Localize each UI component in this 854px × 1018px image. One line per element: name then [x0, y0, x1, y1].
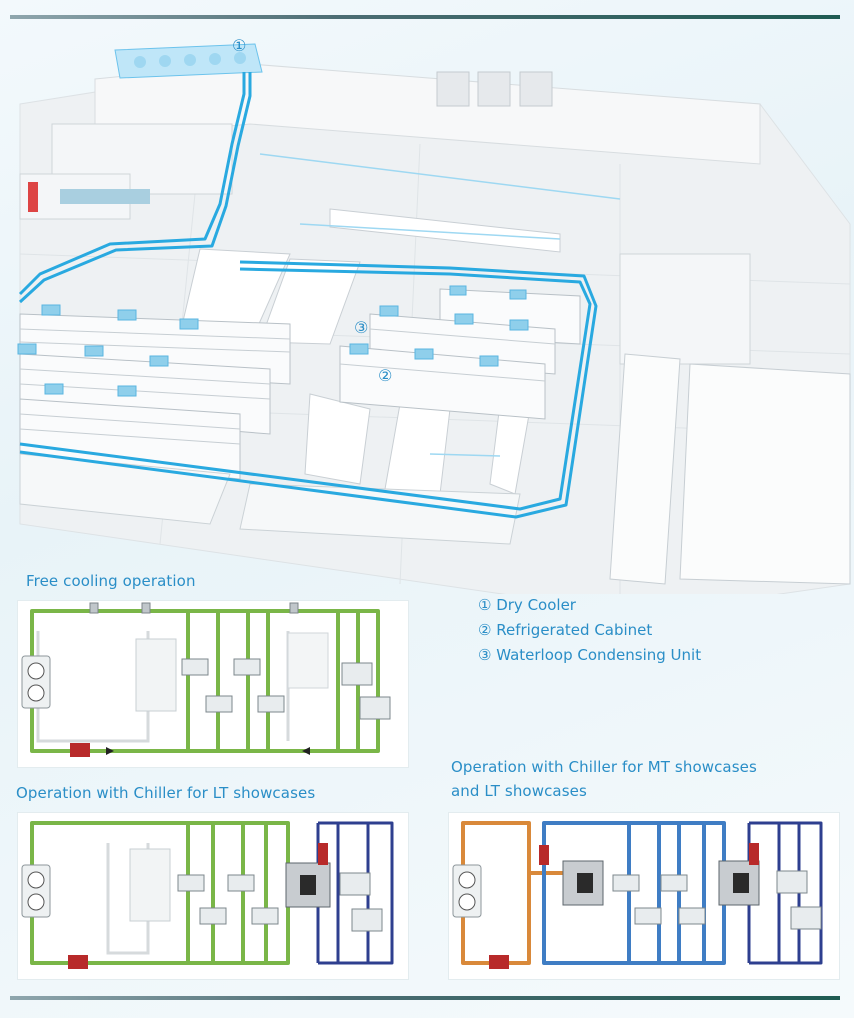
supermarket-scene: [17, 43, 851, 594]
top-rule: [10, 15, 840, 19]
diagram-lt-chiller: [17, 812, 409, 980]
legend-item-dry-cooler: ① Dry Cooler: [478, 596, 576, 614]
caption-lt-chiller: Operation with Chiller for LT showcases: [16, 784, 316, 802]
legend-item-refrigerated-cabinet: ② Refrigerated Cabinet: [478, 621, 653, 639]
lt-chiller-schematic: [21, 821, 394, 969]
diagram-free-cooling: [17, 600, 409, 768]
free-cooling-schematic: [21, 602, 391, 757]
diagram-mt-lt-chiller: [448, 812, 840, 980]
bottom-rule: [10, 996, 840, 1000]
legend: ① Dry Cooler ② Refrigerated Cabinet ③ Wa…: [478, 593, 701, 668]
caption-free-cooling: Free cooling operation: [26, 572, 196, 590]
caption-mt-lt-chiller-line1: Operation with Chiller for MT showcases: [451, 758, 757, 776]
marker-condensing-unit: ③: [354, 318, 369, 337]
mt-lt-chiller-schematic: [452, 821, 823, 969]
legend-item-condensing-unit: ③ Waterloop Condensing Unit: [478, 646, 702, 664]
marker-dry-cooler: ①: [232, 36, 247, 55]
caption-mt-lt-chiller-line2: and LT showcases: [451, 782, 587, 800]
marker-refrigerated-cabinet: ②: [378, 366, 393, 385]
